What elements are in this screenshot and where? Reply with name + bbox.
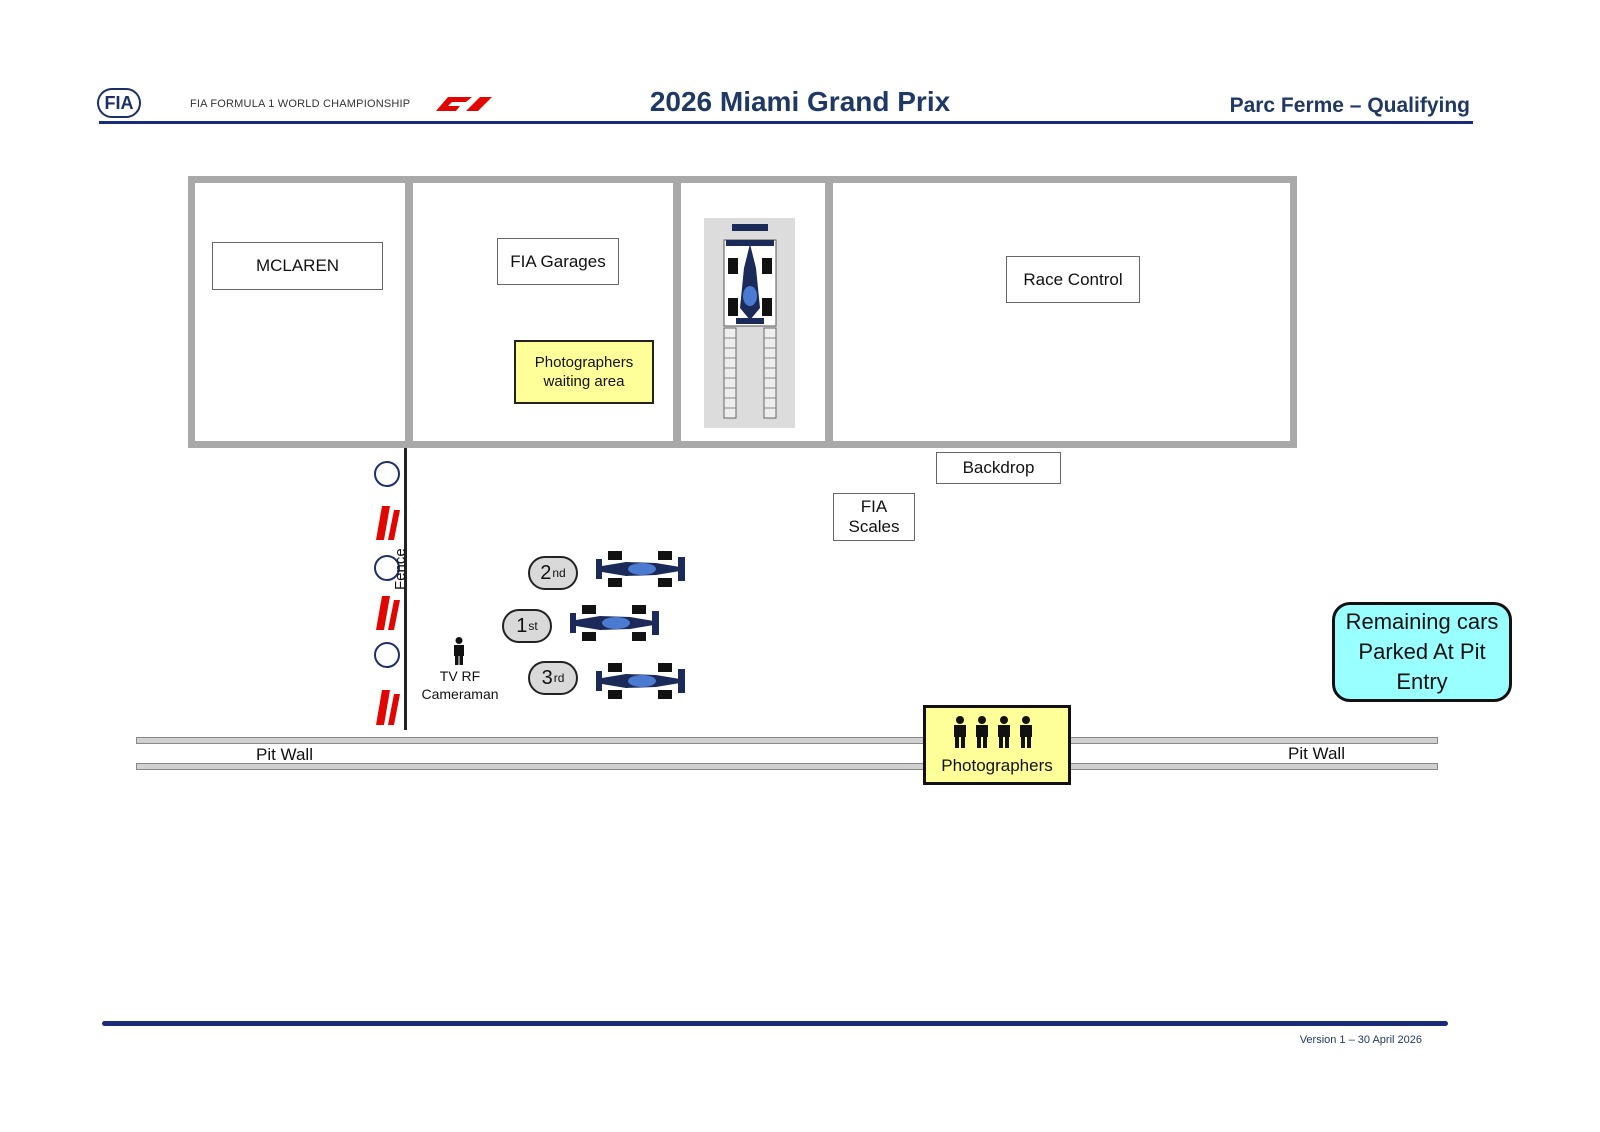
position-number: 3 xyxy=(541,666,553,689)
backdrop-label: Backdrop xyxy=(936,452,1061,484)
tv-rf-cameraman-label: TV RF Cameraman xyxy=(421,668,499,702)
mclaren-label: MCLAREN xyxy=(212,242,383,290)
footer-divider xyxy=(102,1021,1448,1026)
pit-wall-bottom xyxy=(136,763,1438,770)
remaining-cars-note: Remaining cars Parked At Pit Entry xyxy=(1332,602,1512,702)
fia-garages-label: FIA Garages xyxy=(497,238,619,285)
pit-wall-label-right: Pit Wall xyxy=(1288,744,1345,763)
car-on-ramps-icon xyxy=(723,224,777,419)
fence-banner-icon xyxy=(374,461,400,725)
fia-logo: FIA xyxy=(97,88,141,118)
fia-scales-label: FIA Scales xyxy=(833,493,915,541)
pit-wall-top xyxy=(136,737,1438,744)
car-1st-icon xyxy=(570,605,659,641)
version-label: Version 1 – 30 April 2026 xyxy=(1299,1034,1422,1046)
position-suffix: st xyxy=(528,619,538,633)
room-mclaren xyxy=(195,183,405,441)
f1-logo-icon xyxy=(436,97,492,111)
position-suffix: rd xyxy=(553,671,565,685)
photographers-group-icon xyxy=(954,716,1032,748)
header-divider xyxy=(99,121,1473,124)
race-control-label: Race Control xyxy=(1006,256,1140,303)
fence-line xyxy=(404,448,407,730)
position-number: 2 xyxy=(540,561,552,584)
position-suffix: nd xyxy=(552,566,566,580)
photographers-area: Photographers xyxy=(923,705,1071,785)
cameraman-person-icon xyxy=(454,637,464,665)
page-subtitle: Parc Ferme – Qualifying xyxy=(1229,94,1470,117)
fence-label: Fence xyxy=(392,548,409,590)
page-title: 2026 Miami Grand Prix xyxy=(649,86,951,117)
pit-wall-label-left: Pit Wall xyxy=(256,745,313,764)
car-3rd-icon xyxy=(596,663,685,699)
car-2nd-icon xyxy=(596,551,685,587)
photographers-label: Photographers xyxy=(941,756,1053,775)
photographers-waiting-area: Photographers waiting area xyxy=(514,340,654,404)
room-race-control xyxy=(833,183,1290,441)
position-number: 1 xyxy=(516,614,528,637)
championship-label: FIA FORMULA 1 WORLD CHAMPIONSHIP xyxy=(190,98,411,110)
